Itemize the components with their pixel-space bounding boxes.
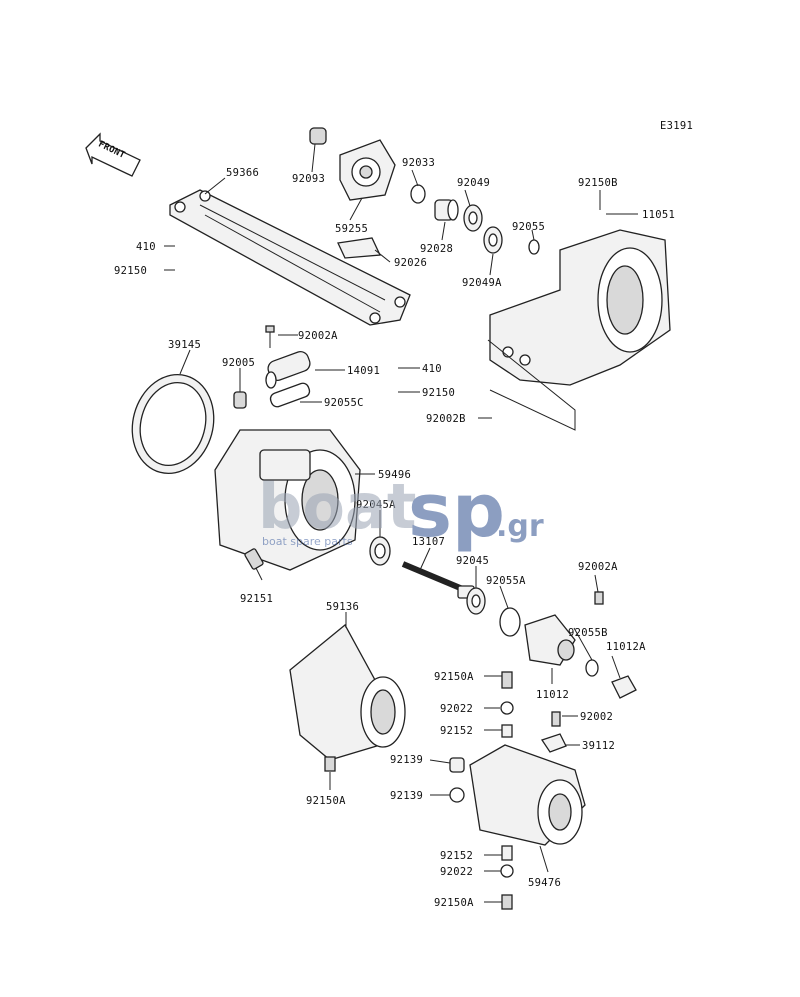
part-label: 59255 bbox=[335, 223, 368, 235]
nozzle-59136-drawing bbox=[289, 624, 406, 761]
cap-92093-drawing bbox=[309, 127, 327, 145]
part-label: 59496 bbox=[378, 469, 411, 481]
watermark-suffix: .gr bbox=[496, 509, 544, 544]
part-label: 11012 bbox=[536, 689, 569, 701]
cylinder-14091-drawing bbox=[265, 351, 311, 389]
part-label: 92033 bbox=[402, 157, 435, 169]
part-label: 92045A bbox=[356, 499, 396, 511]
part-label: 92139 bbox=[390, 754, 423, 766]
part-label: 92151 bbox=[240, 593, 273, 605]
part-label: 11051 bbox=[642, 209, 675, 221]
part-label: 92002 bbox=[580, 711, 613, 723]
part-label: 92022 bbox=[440, 703, 473, 715]
steering-nozzle-59476-drawing bbox=[469, 744, 586, 846]
oring-92055b-drawing bbox=[585, 659, 599, 677]
front-arrow-icon: FRONT bbox=[85, 132, 141, 177]
oring-92055c-drawing bbox=[269, 382, 311, 408]
part-label: 92055C bbox=[324, 397, 364, 409]
impeller-drawing bbox=[339, 139, 396, 201]
part-label: 410 bbox=[136, 241, 156, 253]
part-label: 92002B bbox=[426, 413, 466, 425]
part-label: 92150A bbox=[434, 897, 474, 909]
part-label: 92150B bbox=[578, 177, 618, 189]
plug-11012a-drawing bbox=[611, 675, 637, 699]
leader-lines bbox=[164, 143, 638, 903]
part-label: 92093 bbox=[292, 173, 325, 185]
watermark-brand-left: boat bbox=[258, 470, 416, 543]
part-label: 92049 bbox=[457, 177, 490, 189]
bolt-92002a-mid-drawing bbox=[594, 591, 604, 605]
bolt-92150a-left-drawing bbox=[324, 756, 336, 772]
part-label: 92022 bbox=[440, 866, 473, 878]
part-label: 92150A bbox=[434, 671, 474, 683]
part-label: 92028 bbox=[420, 243, 453, 255]
part-label: 39145 bbox=[168, 339, 201, 351]
ring-39145-drawing bbox=[131, 373, 215, 475]
part-label: 92002A bbox=[578, 561, 618, 573]
diagram-code: E3191 bbox=[660, 120, 693, 132]
part-label: 92045 bbox=[456, 555, 489, 567]
bearing-92045-drawing bbox=[466, 587, 486, 615]
oring-92055a-drawing bbox=[499, 607, 521, 637]
bearing-92045a-drawing bbox=[369, 536, 391, 566]
part-label: 92150 bbox=[114, 265, 147, 277]
part-label: 11012A bbox=[606, 641, 646, 653]
plug-92005-drawing bbox=[233, 391, 247, 409]
part-label: 92150A bbox=[306, 795, 346, 807]
part-label: 410 bbox=[422, 363, 442, 375]
watermark-tagline: boat spare parts bbox=[262, 535, 353, 548]
cap-11012-drawing bbox=[524, 614, 576, 666]
pump-case-drawing bbox=[487, 229, 671, 431]
part-label: 59366 bbox=[226, 167, 259, 179]
part-label: 39112 bbox=[582, 740, 615, 752]
part-label: 92049A bbox=[462, 277, 502, 289]
part-label: 92026 bbox=[394, 257, 427, 269]
part-label: 59136 bbox=[326, 601, 359, 613]
oring-92055-drawing bbox=[528, 239, 540, 255]
part-label: 92055A bbox=[486, 575, 526, 587]
part-labels: 59366 92093 92033 92049 92150B 11051 410… bbox=[114, 157, 675, 909]
part-label: 92152 bbox=[440, 725, 473, 737]
housing-59496-drawing bbox=[214, 429, 361, 571]
part-label: 59476 bbox=[528, 877, 561, 889]
part-label: 92055B bbox=[568, 627, 608, 639]
seals-92049-drawing bbox=[463, 204, 503, 254]
small-hardware-drawing bbox=[449, 671, 567, 910]
sleeve-92028-drawing bbox=[434, 199, 459, 221]
part-label: 13107 bbox=[412, 536, 445, 548]
watermark-brand-right: sp bbox=[408, 468, 505, 554]
shaft-13107-drawing bbox=[401, 561, 475, 599]
bolt-92002a-top-drawing bbox=[265, 325, 275, 348]
ring-92033-drawing bbox=[410, 184, 426, 204]
intake-plate-drawing bbox=[169, 189, 411, 326]
watermark: boat sp .gr boat spare parts bbox=[258, 468, 544, 554]
part-label: 92152 bbox=[440, 850, 473, 862]
part-label: 92150 bbox=[422, 387, 455, 399]
bolt-92151-drawing bbox=[244, 548, 264, 570]
part-label: 92002A bbox=[298, 330, 338, 342]
plate-92026-drawing bbox=[337, 237, 381, 259]
part-label: 92055 bbox=[512, 221, 545, 233]
part-label: 92139 bbox=[390, 790, 423, 802]
part-label: 92005 bbox=[222, 357, 255, 369]
part-label: 14091 bbox=[347, 365, 380, 377]
